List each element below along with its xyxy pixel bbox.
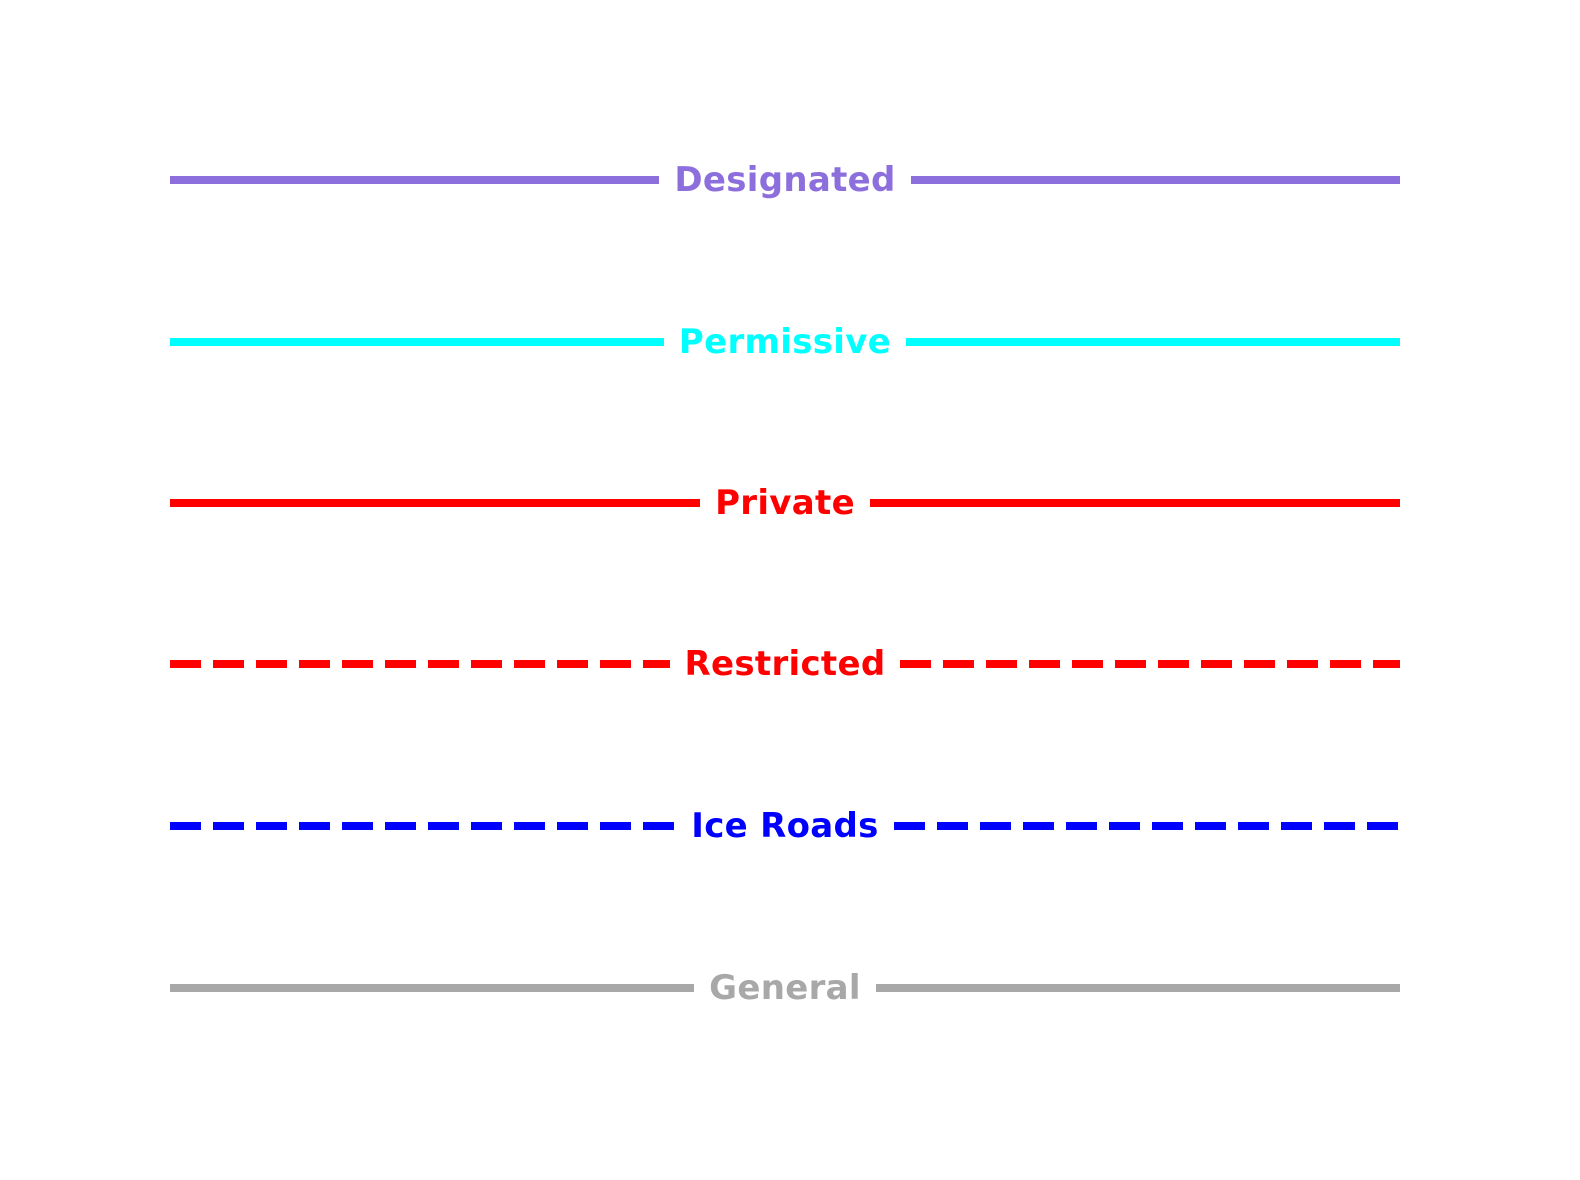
legend-label: General <box>709 968 861 1008</box>
legend-line-right <box>869 499 1400 507</box>
legend-row: Private <box>170 473 1400 533</box>
legend-label: Private <box>715 483 855 523</box>
legend-line-left <box>170 660 670 668</box>
legend-line-left <box>170 499 701 507</box>
legend-row: Ice Roads <box>170 796 1400 856</box>
legend-line-right <box>893 822 1400 830</box>
legend-label: Permissive <box>678 322 892 362</box>
legend-label: Restricted <box>684 644 886 684</box>
legend-line-right <box>906 338 1400 346</box>
legend-label: Ice Roads <box>691 806 879 846</box>
legend-line-left <box>170 822 677 830</box>
legend-row: Restricted <box>170 634 1400 694</box>
legend-line-right <box>910 176 1400 184</box>
legend-line-left <box>170 338 664 346</box>
legend-row: Permissive <box>170 312 1400 372</box>
legend-line-right <box>875 984 1401 992</box>
legend-row: General <box>170 958 1401 1018</box>
legend-line-right <box>900 660 1400 668</box>
legend-line-left <box>170 176 660 184</box>
legend-row: Designated <box>170 150 1400 210</box>
legend-line-left <box>170 984 695 992</box>
legend-label: Designated <box>674 160 896 200</box>
